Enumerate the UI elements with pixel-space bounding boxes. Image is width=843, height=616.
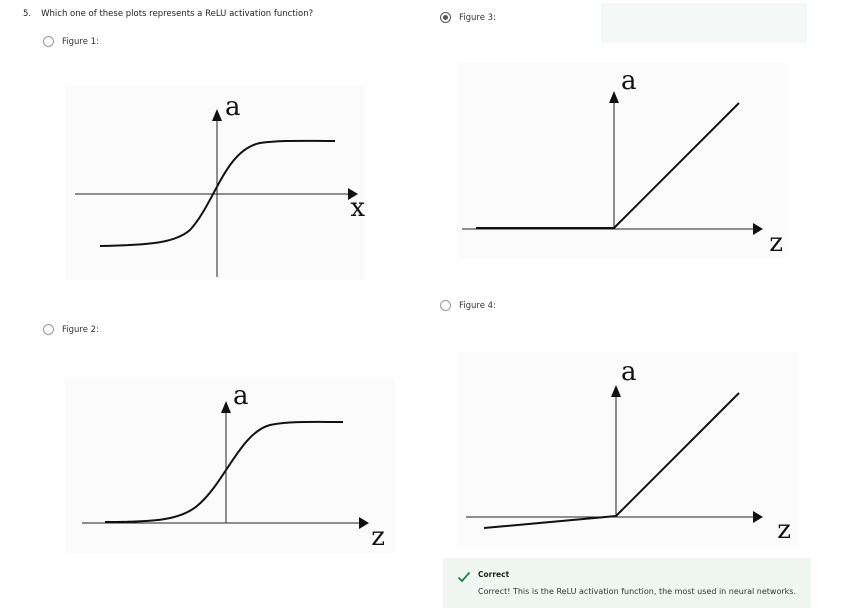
- y-axis-arrow: [212, 109, 222, 121]
- checkmark-icon: [457, 568, 471, 587]
- relu-curve: [476, 102, 740, 229]
- option-label: Figure 1:: [62, 36, 99, 47]
- feedback-status: Correct: [478, 570, 510, 579]
- x-axis-arrow: [753, 511, 763, 523]
- figure-1-plot: a x: [65, 85, 365, 280]
- option-figure-1[interactable]: Figure 1:: [43, 36, 99, 47]
- y-axis-label: a: [621, 66, 637, 96]
- y-axis-label: a: [225, 92, 241, 122]
- option-label: Figure 3:: [459, 12, 496, 23]
- figure-3-svg: a z: [462, 66, 783, 258]
- option-figure-4[interactable]: Figure 4:: [440, 300, 496, 311]
- radio-button-selected[interactable]: [440, 12, 451, 23]
- question-text: Which one of these plots represents a Re…: [41, 9, 314, 19]
- figure-4-svg: a z: [466, 357, 791, 545]
- y-axis-arrow: [221, 401, 231, 413]
- x-axis-arrow: [359, 517, 369, 529]
- option-label: Figure 4:: [459, 300, 496, 311]
- sigmoid-curve: [104, 420, 344, 523]
- question-number: 5.: [23, 9, 32, 19]
- sigmoid-curve: [99, 139, 336, 247]
- radio-button[interactable]: [440, 300, 451, 311]
- y-axis-label: a: [233, 381, 249, 411]
- figure-1-svg: a x: [75, 92, 365, 277]
- option-figure-2[interactable]: Figure 2:: [43, 324, 99, 335]
- x-axis-label: z: [371, 522, 385, 552]
- y-axis-label: a: [621, 357, 637, 387]
- leaky-relu-curve: [483, 392, 740, 529]
- radio-button[interactable]: [43, 324, 54, 335]
- x-axis-arrow: [753, 223, 763, 235]
- faded-overlay: [601, 3, 807, 43]
- x-axis-label: z: [777, 515, 791, 545]
- y-axis-arrow: [611, 385, 621, 397]
- figure-2-plot: a z: [65, 378, 395, 553]
- figure-3-plot: a z: [458, 63, 788, 258]
- figure-2-svg: a z: [82, 381, 385, 552]
- x-axis-arrow: [348, 188, 358, 200]
- question-header: 5. Which one of these plots represents a…: [23, 9, 313, 19]
- figure-4-plot: a z: [458, 352, 798, 547]
- feedback-panel: Correct Correct! This is the ReLU activa…: [443, 558, 811, 608]
- option-figure-3[interactable]: Figure 3:: [440, 12, 496, 23]
- radio-button[interactable]: [43, 36, 54, 47]
- option-label: Figure 2:: [62, 324, 99, 335]
- x-axis-label: x: [350, 193, 365, 223]
- x-axis-label: z: [769, 228, 783, 258]
- feedback-message: Correct! This is the ReLU activation fun…: [478, 587, 796, 596]
- y-axis-arrow: [609, 91, 619, 103]
